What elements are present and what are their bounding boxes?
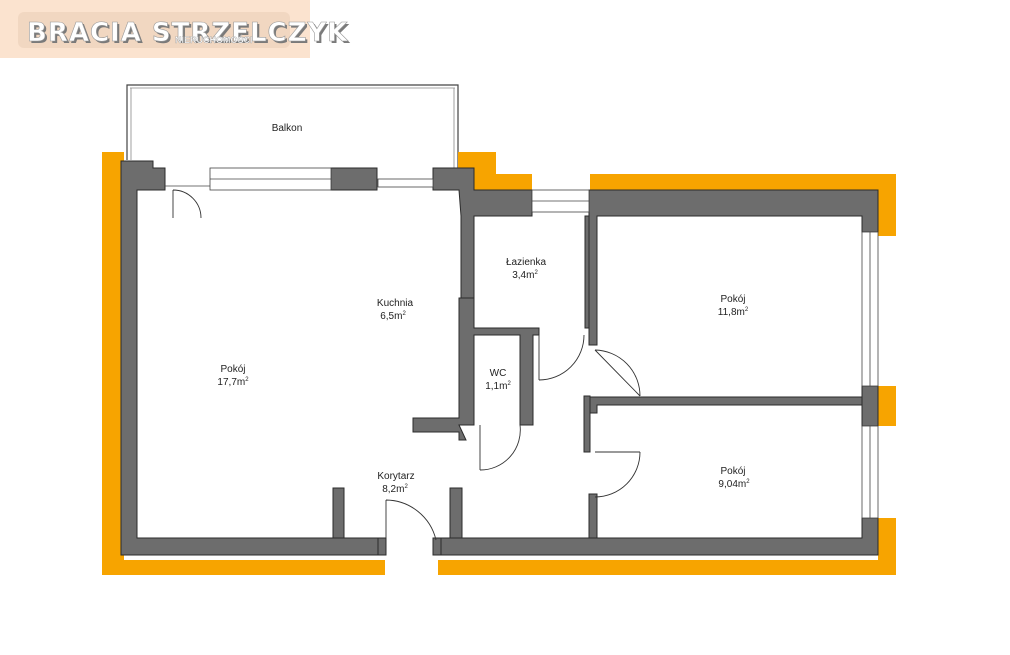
door-room-bottom	[594, 451, 641, 498]
door-entrance	[385, 499, 437, 541]
wall-exterior-top-right	[588, 189, 879, 346]
room-name-korytarz: Korytarz	[377, 471, 414, 482]
insulation-top-right	[590, 174, 896, 190]
room-name-lazienka: Łazienka	[506, 257, 546, 268]
brand-logo: BRACIA STRZELCZYK BRACIA STRZELCZYK NIER…	[0, 0, 350, 58]
walls	[120, 160, 879, 556]
logo-text: BRACIA STRZELCZYK	[27, 18, 348, 48]
wall-corridor-left-stub	[332, 487, 345, 539]
wall-corridor-right-stub	[449, 487, 463, 539]
balcony-railing	[126, 84, 459, 170]
logo-plate	[18, 12, 290, 48]
room-name-pokoj-top: Pokój	[720, 294, 745, 305]
insulation-right-top	[878, 174, 896, 236]
doors	[172, 189, 641, 541]
room-area-kuchnia: 6,5m2	[380, 311, 406, 322]
room-area-pokoj-top: 11,8m2	[718, 307, 749, 318]
wall-between-rooms	[588, 396, 863, 414]
room-name-pokoj-left: Pokój	[220, 364, 245, 375]
door-room-top	[594, 349, 641, 397]
wall-top-segment	[330, 167, 378, 191]
balcony	[126, 84, 459, 170]
room-area-lazienka: 3,4m2	[512, 270, 538, 281]
insulation-bottom-left	[102, 560, 385, 575]
room-area-korytarz: 8,2m2	[382, 484, 408, 495]
door-balcony	[172, 189, 202, 219]
insulation-right-mid	[878, 386, 896, 426]
insulation-left	[102, 152, 124, 575]
insulation-layer	[102, 152, 896, 575]
wall-exterior-bottom-right	[437, 517, 879, 556]
room-area-pokoj-bottom: 9,04m2	[718, 479, 750, 490]
window-kitchen	[377, 178, 434, 188]
wall-right-mid	[861, 385, 879, 427]
wall-bathroom-right	[584, 215, 590, 329]
room-name-kuchnia: Kuchnia	[377, 298, 414, 309]
logo-shadow-text: BRACIA STRZELCZYK	[29, 20, 350, 50]
door-wc	[479, 424, 521, 471]
room-labels: Balkon Kuchnia 6,5m2 Łazienka 3,4m2 Pokó…	[217, 123, 750, 495]
wall-door-jamb-right	[432, 537, 442, 556]
room-name-wc: WC	[490, 368, 507, 379]
insulation-bottom-right	[438, 560, 896, 575]
wall-wc-block	[412, 297, 540, 441]
room-area-wc: 1,1m2	[485, 381, 511, 392]
wall-exterior-left	[120, 160, 379, 556]
insulation-right-bottom	[878, 518, 896, 575]
room-area-pokoj-left: 17,7m2	[217, 377, 249, 388]
logo-subtitle: NIERUCHOMOŚCI	[175, 34, 253, 45]
door-bathroom	[538, 334, 585, 381]
wall-corridor-right-lower	[588, 493, 598, 539]
wall-upper-middle	[432, 167, 533, 299]
room-name-balkon: Balkon	[272, 123, 303, 134]
wall-door-jamb-left	[377, 537, 387, 556]
insulation-top-mid2	[474, 174, 532, 190]
room-name-pokoj-bottom: Pokój	[720, 466, 745, 477]
wall-corridor-right	[583, 395, 591, 453]
windows	[165, 167, 879, 519]
